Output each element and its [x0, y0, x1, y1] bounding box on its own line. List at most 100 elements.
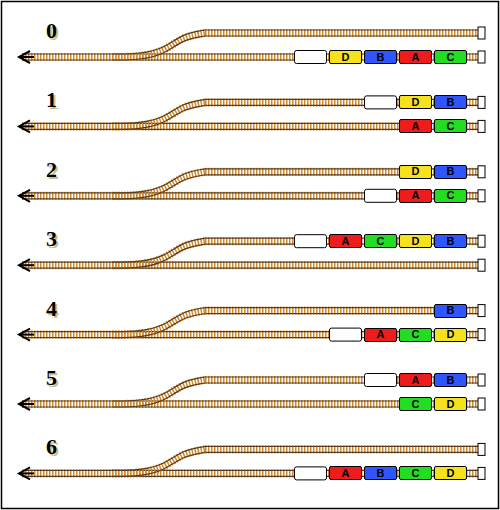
locomotive: [330, 328, 362, 341]
buffer-stop: [478, 27, 485, 39]
step-number: 6: [46, 436, 57, 458]
locomotive: [295, 467, 327, 480]
step-number: 5: [46, 367, 57, 389]
rail-car: C: [399, 397, 432, 411]
car-letter: A: [342, 236, 350, 247]
step-number: 0: [46, 20, 57, 42]
car-letter: D: [412, 97, 420, 108]
rail-car: B: [434, 304, 467, 318]
rail: [22, 262, 483, 263]
car-letter: D: [447, 329, 455, 340]
rail-car: A: [329, 234, 362, 248]
buffer-stop: [478, 259, 485, 271]
locomotive: [365, 96, 397, 109]
step-number: 1: [46, 89, 57, 111]
rail-car: B: [434, 165, 467, 179]
rail-car: D: [399, 95, 432, 109]
buffer-stop: [478, 329, 485, 341]
direction-arrow: [19, 472, 34, 474]
rail: [112, 377, 205, 401]
engines: [295, 51, 397, 480]
rail: [112, 308, 205, 332]
car-letter: B: [377, 52, 385, 63]
rail-car: A: [364, 328, 397, 342]
direction-arrow: [19, 195, 34, 197]
rail: [112, 238, 205, 262]
step-number: 3: [46, 228, 57, 250]
rail-car: A: [399, 373, 432, 387]
rail-car: B: [434, 95, 467, 109]
rail-car: C: [364, 234, 397, 248]
buffer-stop: [478, 96, 485, 108]
car-letter: D: [447, 399, 455, 410]
rail-car: A: [399, 119, 432, 133]
rail-car: D: [434, 328, 467, 342]
rail-car: D: [434, 397, 467, 411]
car-letter: B: [447, 375, 455, 386]
car-letter: C: [412, 468, 420, 479]
car-letter: D: [447, 468, 455, 479]
buffer-stop: [478, 51, 485, 63]
rail-car: C: [399, 466, 432, 480]
buffer-stop: [478, 190, 485, 202]
locomotive: [365, 374, 397, 387]
track-ties: [205, 29, 483, 37]
buffer-stop: [478, 467, 485, 479]
rail-car: C: [434, 119, 467, 133]
rail: [112, 169, 205, 193]
rail-car: D: [434, 466, 467, 480]
car-letter: B: [377, 468, 385, 479]
rail: [22, 268, 483, 269]
rail-car: C: [434, 50, 467, 64]
car-letter: C: [447, 190, 455, 201]
car-letter: C: [447, 52, 455, 63]
buffer-stop: [478, 398, 485, 410]
car-letter: B: [447, 97, 455, 108]
locomotive: [295, 51, 327, 64]
rail: [112, 99, 205, 123]
car-letter: D: [412, 236, 420, 247]
buffer-stop: [478, 235, 485, 247]
car-letter: C: [447, 121, 455, 132]
rail-car: D: [399, 234, 432, 248]
rail-car: C: [434, 189, 467, 203]
rail-car: B: [434, 373, 467, 387]
car-letter: A: [342, 468, 350, 479]
rail-car: B: [364, 50, 397, 64]
car-letter: A: [412, 121, 420, 132]
car-letter: B: [447, 236, 455, 247]
car-letter: A: [412, 190, 420, 201]
rail: [205, 446, 483, 447]
rail-car: A: [399, 189, 432, 203]
car-letter: B: [447, 166, 455, 177]
direction-arrow: [19, 125, 34, 127]
rail: [205, 35, 483, 36]
car-letter: D: [342, 52, 350, 63]
rail: [112, 314, 205, 338]
locomotive: [365, 189, 397, 202]
rail-car: D: [399, 165, 432, 179]
rail: [112, 452, 205, 476]
direction-arrow: [19, 403, 34, 405]
rail: [112, 105, 205, 129]
step-number: 2: [46, 159, 57, 181]
rail: [112, 30, 205, 54]
car-letter: A: [412, 375, 420, 386]
car-letter: C: [412, 329, 420, 340]
car-letter: B: [447, 305, 455, 316]
car-letter: A: [377, 329, 385, 340]
direction-arrow: [19, 334, 34, 336]
rail: [112, 36, 205, 60]
locomotive: [295, 235, 327, 248]
buffer-stop: [478, 166, 485, 178]
rail-car: A: [329, 466, 362, 480]
buffer-stop: [478, 443, 485, 455]
rail-car: A: [399, 50, 432, 64]
tracks: [19, 27, 485, 479]
rail: [112, 244, 205, 268]
rail-car: C: [399, 328, 432, 342]
buffer-stop: [478, 305, 485, 317]
rail: [205, 29, 483, 30]
rail-car: B: [364, 466, 397, 480]
